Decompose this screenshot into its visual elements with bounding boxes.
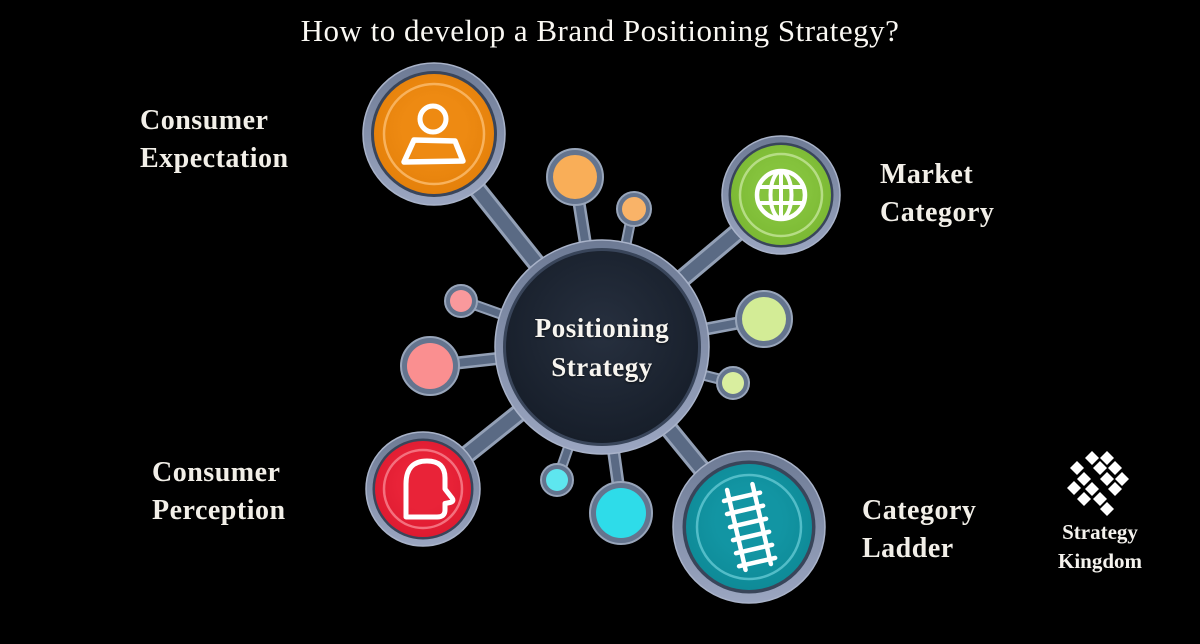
- connector-line-core: [575, 199, 590, 251]
- accent-dot-green-small: [716, 366, 750, 400]
- connector-line-core: [670, 223, 747, 290]
- globe-icon: [754, 168, 808, 222]
- label-line: Consumer: [152, 457, 281, 488]
- head-profile-icon: [403, 458, 456, 520]
- label-line: Strategy: [1062, 520, 1138, 544]
- person-icon: [401, 103, 466, 165]
- accent-dots: [400, 148, 793, 545]
- satellite-consumer-expectation: [362, 62, 506, 206]
- label-line: Positioning: [534, 313, 670, 343]
- satellite-category-ladder: [672, 450, 826, 604]
- label-line: Consumer: [140, 105, 269, 136]
- label-line: Perception: [152, 495, 286, 526]
- label-line: Strategy: [551, 352, 653, 382]
- label-line: Kingdom: [1057, 549, 1143, 573]
- label-line: Category: [862, 495, 977, 526]
- label-consumer-perception: Consumer Perception: [152, 454, 286, 530]
- accent-dot-pink-big: [400, 336, 460, 396]
- page-title: How to develop a Brand Positioning Strat…: [300, 13, 900, 48]
- accent-dot-green-big: [735, 290, 793, 348]
- satellite-consumer-perception: [365, 431, 481, 547]
- label-line: Category: [880, 197, 995, 228]
- connector-line-core: [467, 178, 548, 276]
- accent-dot-orange-big: [546, 148, 604, 206]
- accent-dot-cyan-small: [540, 463, 574, 497]
- label-market-category: Market Category: [880, 156, 994, 232]
- label-line: Ladder: [862, 533, 954, 564]
- label-line: Market: [880, 159, 974, 190]
- accent-dot-cyan-big: [589, 481, 653, 545]
- label-category-ladder: Category Ladder: [862, 492, 976, 568]
- connector-line-core: [457, 402, 531, 464]
- diamond-cluster-logo: [1067, 451, 1129, 516]
- center-node: [494, 239, 710, 455]
- label-line: Expectation: [140, 143, 289, 174]
- label-consumer-expectation: Consumer Expectation: [140, 102, 289, 178]
- accent-dot-pink-small: [444, 284, 478, 318]
- connector-line-core: [658, 417, 712, 480]
- center-node-label: Positioning Strategy: [535, 309, 670, 387]
- logo-text: Strategy Kingdom: [1058, 518, 1142, 576]
- satellite-market-category: [721, 135, 841, 255]
- accent-dot-orange-small: [616, 191, 652, 227]
- connector-line-core: [453, 354, 506, 367]
- ladder-icon: [721, 481, 778, 573]
